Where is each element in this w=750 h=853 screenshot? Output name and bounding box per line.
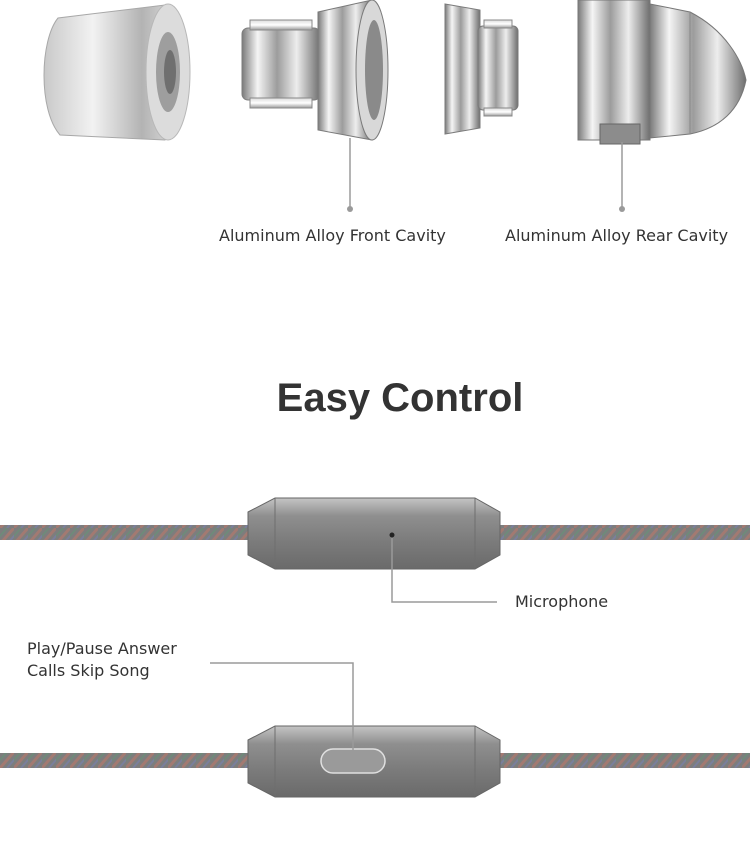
remote-control-illustration [0,497,750,798]
button-label-line2: Calls Skip Song [27,661,150,680]
rear-cavity-leader-dot [619,206,625,212]
section-title: Easy Control [276,376,524,420]
ear-tip-part [43,3,191,141]
front-cavity-part [241,0,389,141]
front-cavity-label: Aluminum Alloy Front Cavity [219,226,446,245]
remote-microphone-unit [0,497,750,570]
rear-cavity-part [577,0,747,145]
play-pause-button [320,748,386,774]
microphone-label: Microphone [515,592,609,611]
microphone-hole [389,532,395,538]
front-cavity-leader-dot [347,206,353,212]
rear-cavity-label: Aluminum Alloy Rear Cavity [505,226,729,245]
button-label-line1: Play/Pause Answer [27,639,177,658]
remote-button-unit [0,725,750,798]
driver-part [444,3,519,135]
microphone-leader-line [391,538,497,603]
product-parts-illustration [43,0,747,212]
button-leader-line [210,662,354,750]
